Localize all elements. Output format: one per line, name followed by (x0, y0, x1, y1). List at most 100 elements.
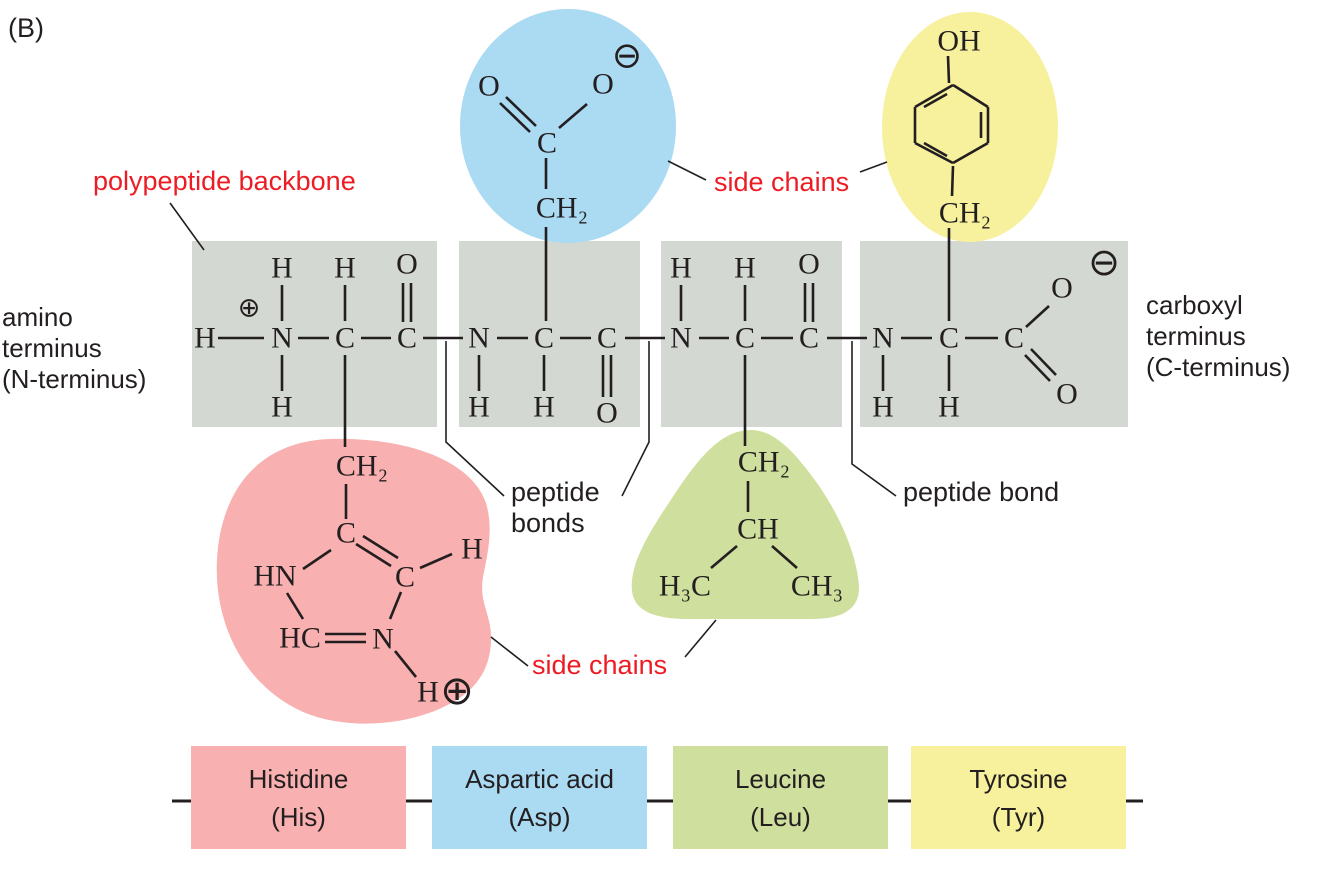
atom-label: N (468, 322, 490, 355)
bond-line (362, 534, 399, 560)
his-side-chain-highlight (216, 438, 492, 724)
bond-line (710, 545, 738, 569)
atom-label: C (534, 322, 554, 355)
atom-label: H (670, 252, 692, 285)
amino-terminus-line2: terminus (2, 333, 102, 363)
charge-symbol: ⊖ (1088, 240, 1120, 284)
atom-label: H₃C (659, 570, 711, 603)
atom-label: CH₂ (939, 197, 991, 230)
bond-line (302, 548, 332, 571)
atom-label: H (461, 533, 483, 566)
residue-abbr: (Leu) (750, 801, 811, 832)
bond-line (771, 545, 798, 569)
tyr-side-chain-highlight (882, 12, 1058, 242)
leader-line (169, 202, 205, 251)
bond-line (1030, 348, 1057, 376)
atom-label: C (597, 322, 617, 355)
atom-label: O (592, 68, 614, 101)
atom-label: C (335, 322, 355, 355)
atom-label: H (938, 391, 960, 424)
carboxyl-terminus-line2: terminus (1146, 321, 1246, 351)
residue-abbr: (His) (271, 801, 326, 832)
side-chains-bottom-label: side chains (532, 650, 668, 680)
atom-label: CH₂ (738, 446, 790, 479)
charge-symbol: ⊕ (238, 293, 261, 324)
leu-side-chain-highlight (631, 430, 860, 619)
leader-line (859, 161, 888, 173)
bond-line (952, 83, 989, 109)
atom-label: H (734, 252, 756, 285)
atom-label: C (537, 127, 557, 160)
bond-line (923, 141, 948, 158)
residue-name: Histidine (248, 763, 349, 794)
bond-line (419, 552, 453, 570)
bond-line (499, 102, 531, 133)
residue-box-tyrosine: Tyrosine (Tyr) (911, 746, 1126, 849)
residue-box-aspartic-acid: Aspartic acid (Asp) (432, 746, 647, 849)
atom-label: H (417, 676, 439, 709)
atom-label: OH (937, 25, 980, 58)
atom-label: C (799, 322, 819, 355)
atom-label: N (271, 322, 293, 355)
backbone-box-leu (661, 241, 842, 427)
atom-label: O (1051, 272, 1073, 305)
atom-label: N (670, 322, 692, 355)
residue-box-leucine: Leucine (Leu) (673, 746, 888, 849)
atom-label: C (397, 322, 417, 355)
peptide-bond-label: peptide bond (903, 477, 1060, 507)
leader-line (490, 636, 529, 667)
carboxyl-terminus-line3: (C-terminus) (1146, 352, 1291, 382)
atom-label: C (395, 561, 415, 594)
atom-label: H (533, 391, 555, 424)
atom-label: C (1004, 322, 1024, 355)
bond-line (393, 650, 418, 678)
atom-label: O (478, 70, 500, 103)
leader-line (684, 619, 717, 658)
charge-symbol: ⊕ (440, 668, 474, 714)
leader-line (621, 341, 650, 497)
bond-line (914, 83, 954, 109)
figure-label: (B) (8, 13, 44, 43)
atom-label: C (735, 322, 755, 355)
bond-line (952, 141, 989, 165)
atom-label: C (336, 517, 356, 550)
leader-line (445, 341, 505, 497)
atom-label: O (798, 248, 820, 281)
side-chains-top-label: side chains (714, 167, 850, 197)
peptide-bonds-line2: bonds (511, 508, 585, 538)
bond-line (946, 55, 951, 84)
atom-label: O (1056, 378, 1078, 411)
backbone-box-tyr (860, 241, 1128, 427)
atom-label: H (271, 391, 293, 424)
atom-label: H (872, 391, 894, 424)
leader-lines (169, 160, 897, 667)
bond-line (355, 542, 392, 568)
bond-line (285, 592, 305, 620)
amino-terminus-line1: amino (2, 302, 73, 332)
atom-label: H (194, 322, 216, 355)
asp-side-chain-highlight (460, 9, 676, 243)
residue-abbr: (Tyr) (991, 801, 1046, 832)
atom-label: CH (737, 513, 779, 546)
amino-terminus-line3: (N-terminus) (2, 364, 147, 394)
atom-label: H (468, 391, 490, 424)
atom-label: CH₂ (336, 450, 388, 483)
atom-label: HC (279, 622, 321, 655)
bond-line (1025, 305, 1050, 328)
atom-label: O (596, 397, 618, 430)
atom-label: H (334, 252, 356, 285)
atom-label: N (872, 322, 894, 355)
atom-label: O (396, 248, 418, 281)
atom-label: H (271, 252, 293, 285)
bond-line (558, 103, 588, 129)
bond-line (388, 591, 403, 620)
residue-name: Leucine (734, 763, 827, 794)
charge-symbol: ⊖ (612, 36, 642, 77)
bond-line (923, 92, 948, 109)
atom-label: C (939, 322, 959, 355)
